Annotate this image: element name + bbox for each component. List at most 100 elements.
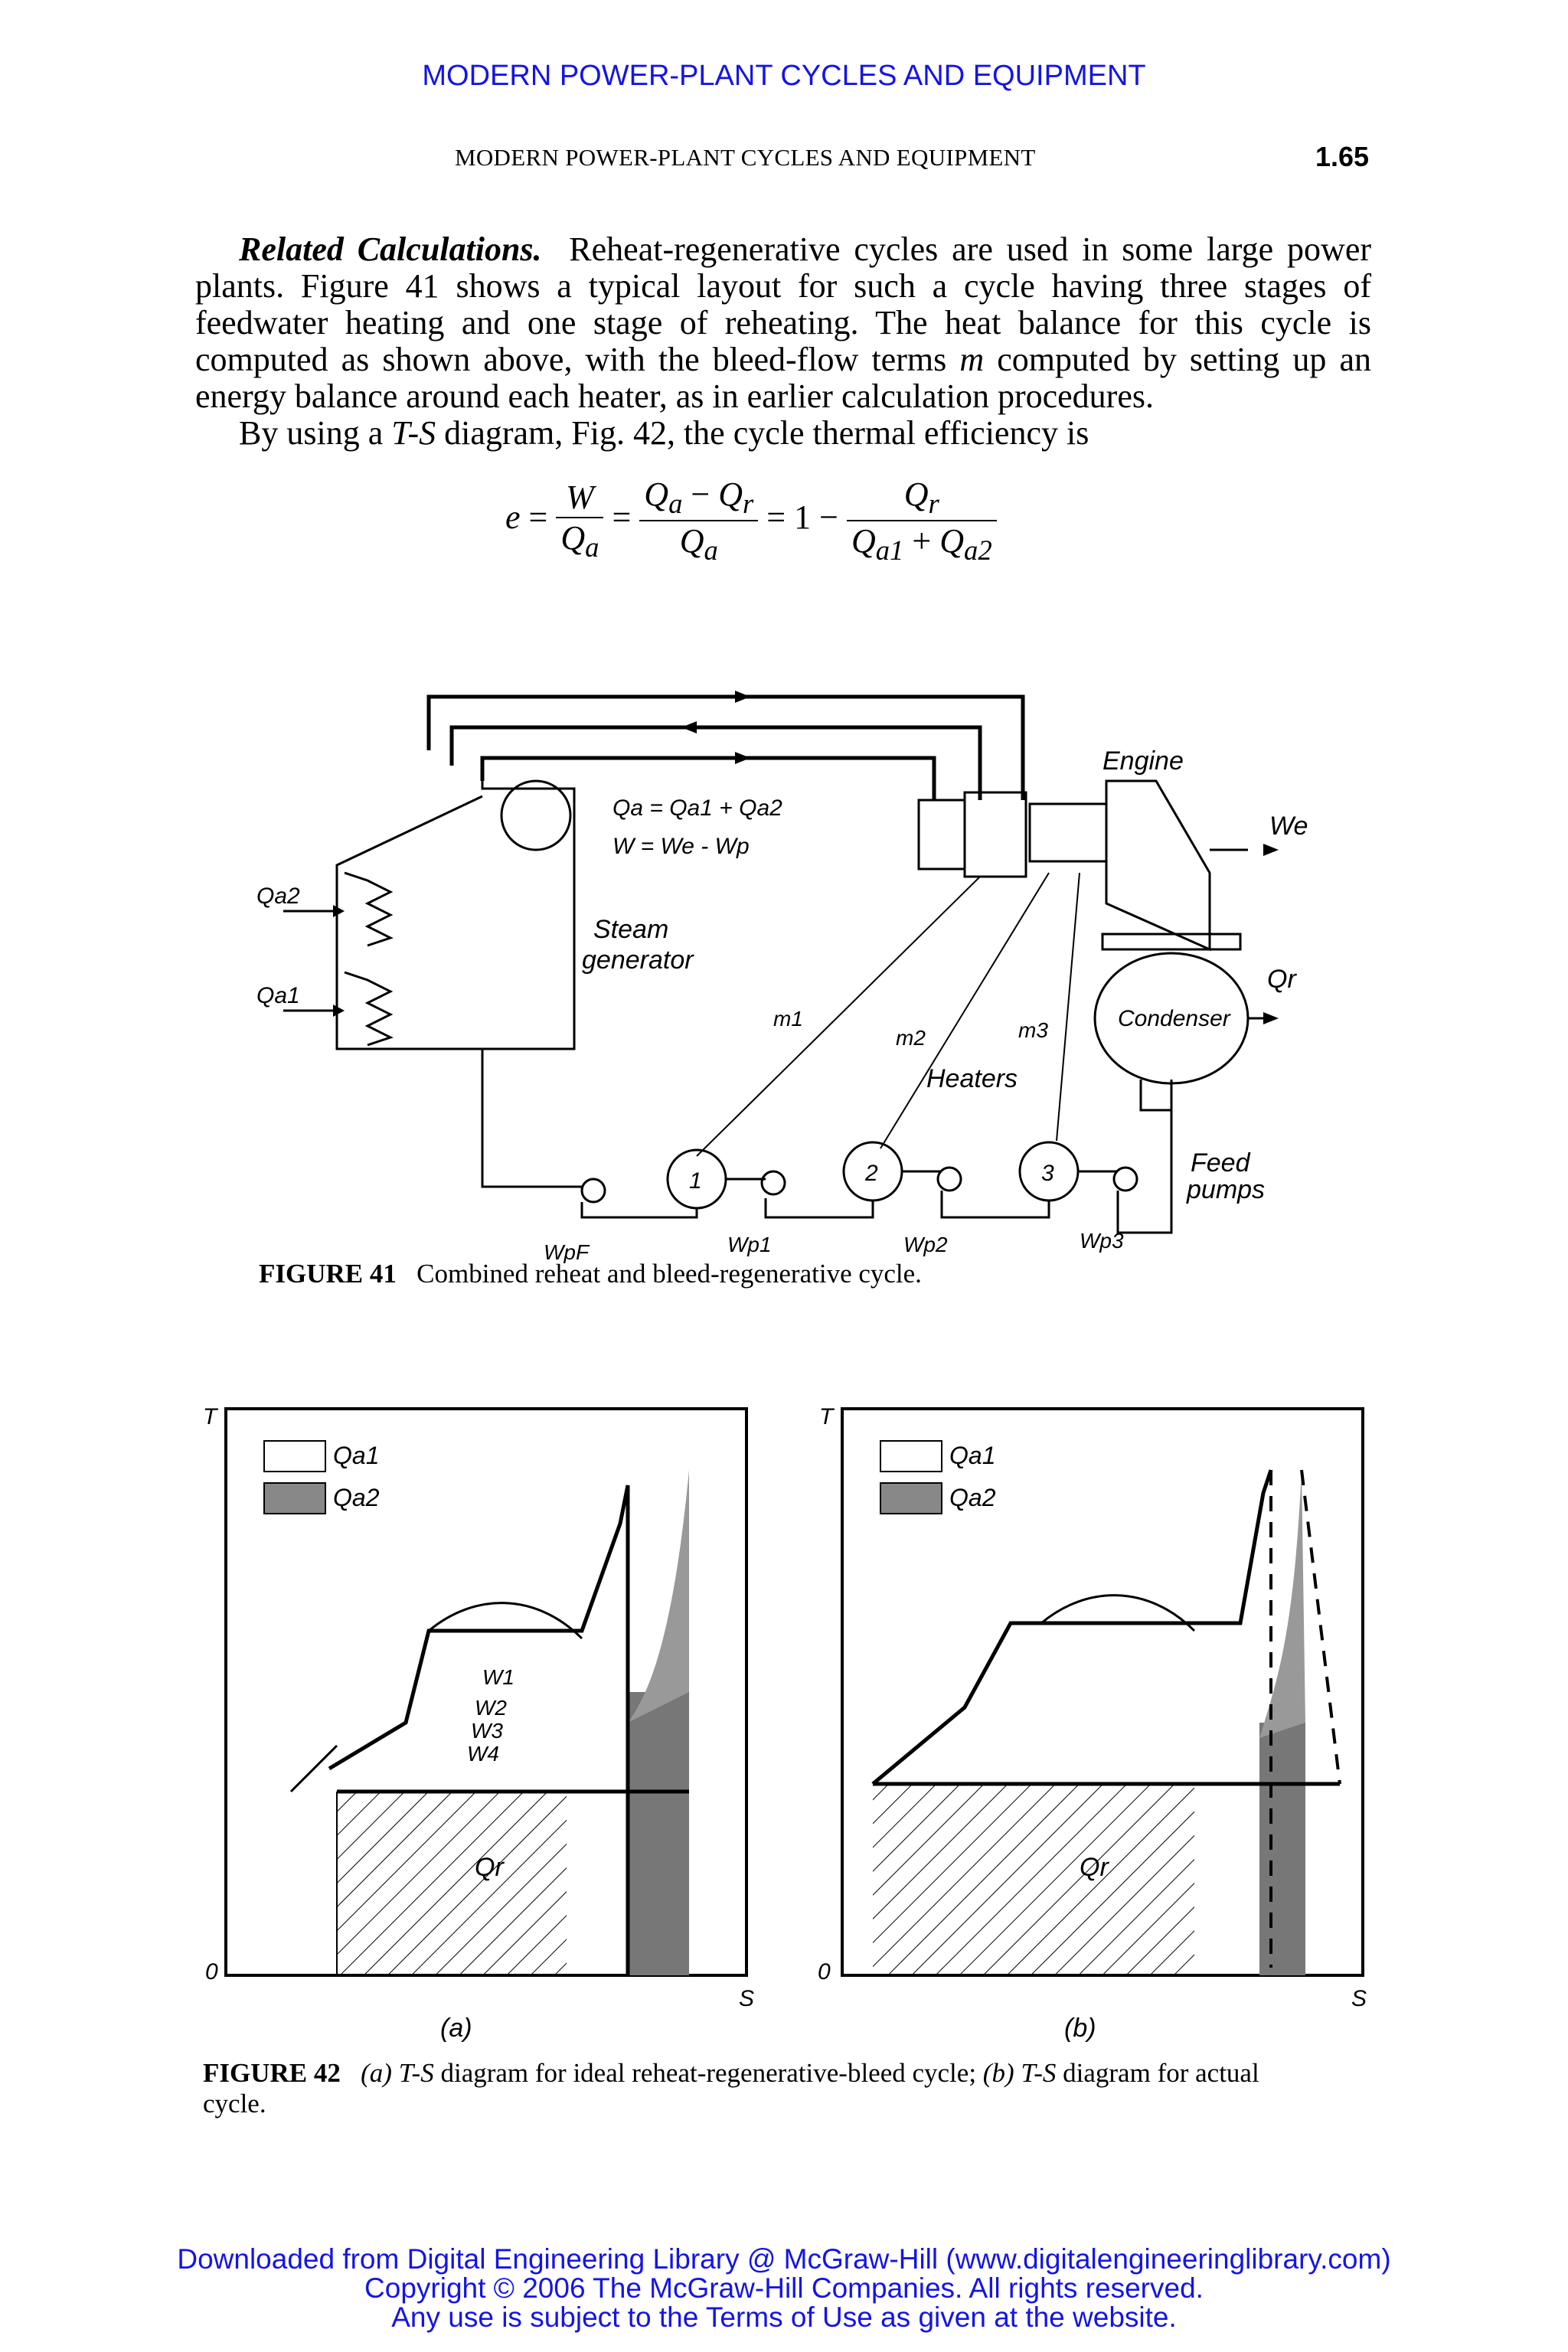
- heater-2-label: 2: [864, 1161, 878, 1186]
- para2-text: By using a: [239, 414, 384, 452]
- pumps-label: pumps: [1186, 1175, 1265, 1204]
- eq-q: Q: [679, 521, 704, 560]
- w3-label: W3: [471, 1719, 503, 1743]
- subfigure-a-label: (a): [440, 2014, 472, 2043]
- run-in-heading: Related Calculations.: [239, 230, 542, 268]
- heaters-label: Heaters: [926, 1064, 1018, 1093]
- legend-qa1-b: Qa1: [949, 1442, 995, 1469]
- subfigure-b-label: (b): [1064, 2014, 1096, 2043]
- eq-q: Q: [560, 518, 586, 557]
- steam-generator: [283, 779, 576, 1050]
- fig42-caption-b: (b): [982, 2058, 1014, 2088]
- axis-t-b: T: [819, 1404, 835, 1429]
- eq-w: W: [566, 478, 594, 516]
- flow-arrows: [681, 691, 750, 764]
- eq-sub-a2: a2: [963, 534, 992, 566]
- frac-qr: Qr Qa1 + Qa2: [846, 475, 997, 567]
- ts-panel-b: Qa1 Qa2 Qr T 0 S (b): [818, 1404, 1367, 2043]
- qr-label-a: Qr: [475, 1853, 505, 1882]
- eq-one: 1: [794, 498, 812, 536]
- eq-q: Q: [851, 521, 876, 560]
- feed-label: Feed: [1191, 1148, 1251, 1178]
- page-number: 1.65: [1315, 141, 1370, 172]
- figure-42-caption: FIGURE 42 (a) T-S diagram for ideal rehe…: [203, 2058, 1382, 2119]
- fig42-caption-text1: diagram for ideal reheat-regenerative-bl…: [440, 2058, 977, 2088]
- w1-label: W1: [482, 1665, 514, 1689]
- wp2-label: Wp2: [903, 1233, 948, 1256]
- frac-diff: Qa − Qr Qa: [639, 475, 759, 567]
- qr-label-b: Qr: [1080, 1853, 1109, 1882]
- generator-label: generator: [582, 946, 694, 975]
- axis-o-a: 0: [205, 1959, 218, 1984]
- para2-ts: T-S: [391, 414, 436, 452]
- qr-label: Qr: [1267, 965, 1297, 994]
- fig42-caption-ts: T-S: [1021, 2058, 1057, 2088]
- steam-label: Steam: [593, 915, 668, 944]
- we-arrow: [1263, 844, 1279, 856]
- fig42-caption-a: (a): [361, 2058, 392, 2088]
- eq-q: Q: [718, 475, 743, 513]
- figure-41-caption: FIGURE 41 Combined reheat and bleed-rege…: [259, 1259, 922, 1289]
- qa-equation-label: Qa = Qa1 + Qa2: [612, 795, 782, 821]
- paragraph-related-calculations: Related Calculations. Reheat-regenerativ…: [195, 231, 1371, 415]
- frac-w-qa: W Qa: [556, 478, 604, 564]
- w-equation-label: W = We - Wp: [612, 834, 750, 859]
- condenser-label: Condenser: [1118, 1006, 1231, 1031]
- ts-panel-a: Qa1 Qa2 Qr W1 W2 W3 W4 T 0 S (a): [203, 1404, 754, 2043]
- eq-q: Q: [903, 475, 929, 513]
- axis-o-b: 0: [818, 1959, 831, 1984]
- para1-var: m: [959, 341, 985, 378]
- eq-q: Q: [939, 521, 964, 560]
- eq-sub-r: r: [743, 487, 754, 519]
- heaters: [481, 1049, 1173, 1234]
- axis-s-b: S: [1351, 1986, 1367, 2011]
- qa1-label: Qa1: [256, 983, 300, 1008]
- wpf-label: WpF: [544, 1240, 590, 1263]
- para2-text2: diagram, Fig. 42, the cycle thermal effi…: [444, 414, 1089, 452]
- condenser: [1093, 933, 1263, 1112]
- turbine: [917, 779, 1248, 952]
- axis-t-a: T: [203, 1404, 219, 1429]
- bleed-lines: [696, 872, 1080, 1157]
- footer-line-2: Copyright © 2006 The McGraw-Hill Compani…: [364, 2272, 1204, 2304]
- fig42-caption-text2: diagram for actual: [1063, 2058, 1259, 2088]
- axis-s-a: S: [739, 1986, 754, 2011]
- source-banner: MODERN POWER-PLANT CYCLES AND EQUIPMENT: [422, 60, 1146, 92]
- fig41-labels: Engine We Qa = Qa1 + Qa2 W = We - Wp Ste…: [256, 746, 1308, 1263]
- w4-label: W4: [467, 1742, 499, 1766]
- m1-label: m1: [773, 1007, 803, 1031]
- we-label: We: [1269, 812, 1308, 841]
- figure-41-schematic: Engine We Qa = Qa1 + Qa2 W = We - Wp Ste…: [256, 691, 1308, 1263]
- w2-label: W2: [475, 1696, 507, 1720]
- footer-line-1[interactable]: Downloaded from Digital Engineering Libr…: [177, 2243, 1391, 2275]
- para1-text2: computed by setting up an energy balance…: [195, 341, 1371, 415]
- efficiency-equation: e = W Qa = Qa − Qr Qa = 1 − Qr Qa1 + Qa2: [505, 475, 997, 567]
- qa2-arrow: [333, 905, 345, 917]
- qa1-arrow: [333, 1004, 345, 1017]
- eq-q: Q: [644, 475, 669, 513]
- heater-1-label: 1: [689, 1168, 702, 1194]
- qa2-label: Qa2: [256, 884, 300, 909]
- footer-line-3: Any use is subject to the Terms of Use a…: [391, 2301, 1177, 2333]
- heater-3-label: 3: [1041, 1161, 1054, 1186]
- legend-qa2-b: Qa2: [949, 1484, 996, 1511]
- paragraph-ts: By using a T-S diagram, Fig. 42, the cyc…: [195, 415, 1371, 452]
- footer-notice: Downloaded from Digital Engineering Libr…: [0, 2245, 1568, 2332]
- fig42-caption-ts: T-S: [398, 2058, 434, 2088]
- eq-e: e: [505, 498, 521, 536]
- piping: [426, 694, 1025, 800]
- eq-sub-a: a: [668, 487, 683, 519]
- wp3-label: Wp3: [1080, 1229, 1124, 1253]
- legend-qa2-a: Qa2: [333, 1484, 380, 1511]
- fig41-caption-label: FIGURE 41: [259, 1259, 397, 1289]
- legend-qa1-a: Qa1: [333, 1442, 379, 1469]
- figure-42-ts-diagrams: Qa1 Qa2 Qr W1 W2 W3 W4 T 0 S (a) Qa1 Qa2…: [203, 1404, 1367, 2043]
- fig41-caption-text: Combined reheat and bleed-regenerative c…: [416, 1259, 922, 1289]
- eq-sub-a1: a1: [875, 534, 904, 566]
- wp1-label: Wp1: [727, 1233, 772, 1256]
- eq-sub-a: a: [704, 534, 718, 566]
- para1-text: Reheat-regenerative cycles are used in s…: [195, 230, 1371, 378]
- qr-arrow: [1263, 1012, 1279, 1024]
- m2-label: m2: [896, 1026, 926, 1050]
- eq-sub-a: a: [585, 531, 599, 563]
